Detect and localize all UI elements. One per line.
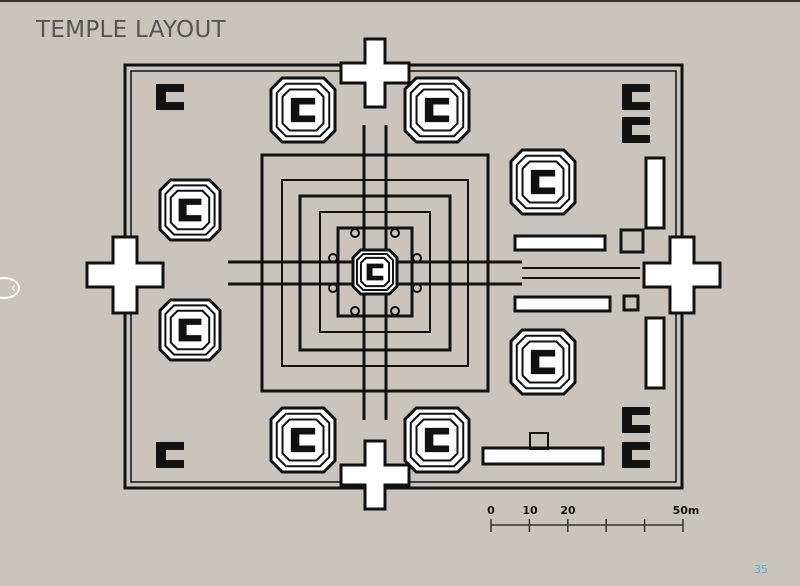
shrine-8-tier	[415, 418, 459, 462]
minor-shrine-5	[622, 407, 650, 433]
shrine-2-sanctum	[424, 97, 450, 123]
chevron-left-icon: ‹	[10, 280, 16, 296]
shrine-3-tier	[509, 148, 577, 216]
gallery-2	[281, 179, 469, 367]
minor-shrine-2	[156, 442, 184, 468]
shrine-4	[158, 178, 222, 242]
shrine-6	[509, 328, 577, 396]
side-hall-1	[644, 156, 666, 230]
niche-3	[350, 306, 360, 316]
niche-6	[412, 253, 422, 263]
shrine-1-tier	[269, 76, 337, 144]
gallery-1	[260, 153, 490, 393]
shrine-8	[403, 406, 471, 474]
shrine-6-tier	[509, 328, 577, 396]
previous-slide-button[interactable]: ‹	[0, 277, 20, 299]
page-number: 35	[754, 563, 768, 576]
east-gate	[642, 235, 722, 315]
shrine-4-tier	[158, 178, 222, 242]
long-hall-2	[513, 295, 612, 313]
central-tower-tier	[359, 256, 391, 288]
minor-shrine-6	[622, 442, 650, 468]
north-gate	[339, 37, 411, 109]
shrine-5	[158, 298, 222, 362]
shrine-3-sanctum	[530, 169, 556, 195]
niche-7	[328, 283, 338, 293]
shrine-4-tier	[169, 189, 211, 231]
shrine-3	[509, 148, 577, 216]
shrine-1-tier	[275, 82, 331, 138]
shrine-7	[269, 406, 337, 474]
gallery-3	[298, 194, 452, 352]
shrine-5-tier	[158, 298, 222, 362]
long-hall-1	[513, 234, 607, 252]
gallery-5	[336, 226, 414, 318]
minor-shrine-1	[156, 84, 184, 110]
shrine-3-tier	[515, 154, 571, 210]
shrine-8-tier	[409, 412, 465, 468]
shrine-7-tier	[269, 406, 337, 474]
shrine-3-tier	[521, 160, 565, 204]
page-title: TEMPLE LAYOUT	[36, 17, 226, 43]
library	[619, 228, 645, 254]
niche-8	[412, 283, 422, 293]
shrine-6-tier	[521, 340, 565, 384]
niche-4	[390, 306, 400, 316]
shrine-7-tier	[275, 412, 331, 468]
shrine-5-sanctum	[178, 318, 202, 342]
shrine-2-tier	[403, 76, 471, 144]
shrine-8-sanctum	[424, 427, 450, 453]
shrine-7-tier	[281, 418, 325, 462]
central-tower	[351, 248, 399, 296]
niche-1	[350, 228, 360, 238]
shrine-1-sanctum	[290, 97, 316, 123]
side-hall-2	[644, 316, 666, 390]
south-gate	[339, 439, 411, 511]
shrine-6-sanctum	[530, 349, 556, 375]
gallery-4	[319, 211, 431, 333]
shrine-2-tier	[415, 88, 459, 132]
shrine-1	[269, 76, 337, 144]
central-tower-sanctum	[366, 263, 384, 281]
hall-porch	[529, 432, 549, 450]
shrine-7-sanctum	[290, 427, 316, 453]
minor-shrine-3	[622, 84, 650, 110]
niche-5	[328, 253, 338, 263]
shrine-1-tier	[281, 88, 325, 132]
scale-bar	[490, 519, 684, 532]
shrine-6-tier	[515, 334, 571, 390]
scale-label-0: 0	[487, 504, 495, 517]
shrine-5-tier	[164, 304, 216, 356]
scale-label-10: 10	[522, 504, 538, 517]
west-gate	[85, 235, 165, 315]
well	[622, 294, 640, 312]
long-hall-3	[481, 446, 605, 466]
scale-label-20: 20	[560, 504, 576, 517]
niche-2	[390, 228, 400, 238]
shrine-2	[403, 76, 471, 144]
scale-label-50m: 50m	[672, 504, 700, 517]
shrine-4-tier	[164, 184, 216, 236]
shrine-2-tier	[409, 82, 465, 138]
shrine-5-tier	[169, 309, 211, 351]
east-causeway	[522, 267, 640, 279]
shrine-8-tier	[403, 406, 471, 474]
top-border	[0, 0, 800, 2]
minor-shrine-4	[622, 117, 650, 143]
central-tower-tier	[355, 252, 395, 292]
shrine-4-sanctum	[178, 198, 202, 222]
